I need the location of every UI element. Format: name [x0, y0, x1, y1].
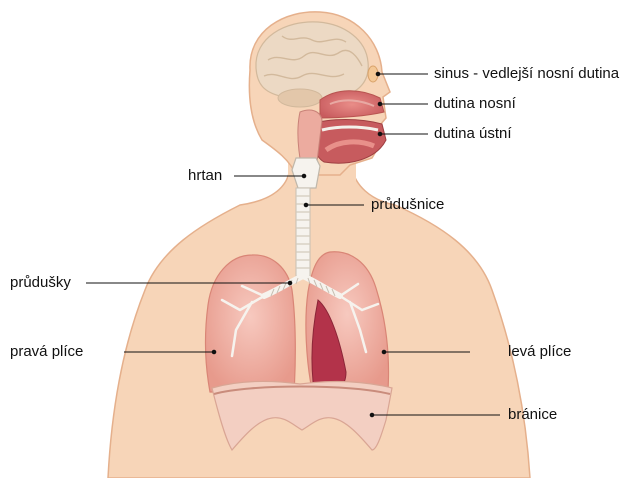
label-right-lung: pravá plíce — [10, 343, 83, 361]
label-nasal-cavity: dutina nosní — [434, 95, 516, 113]
label-bronchi: průdušky — [10, 274, 71, 292]
cerebellum — [278, 89, 322, 107]
label-larynx: hrtan — [188, 167, 222, 185]
label-diaphragm: bránice — [508, 406, 557, 424]
brain — [256, 22, 368, 99]
larynx-shape — [292, 158, 320, 188]
right-lung-shape — [206, 255, 296, 392]
label-oral-cavity: dutina ústní — [434, 125, 512, 143]
label-sinus: sinus - vedlejší nosní dutina — [434, 65, 619, 83]
trachea-shape — [296, 188, 310, 276]
label-left-lung: levá plíce — [508, 343, 571, 361]
label-trachea: průdušnice — [371, 196, 444, 214]
